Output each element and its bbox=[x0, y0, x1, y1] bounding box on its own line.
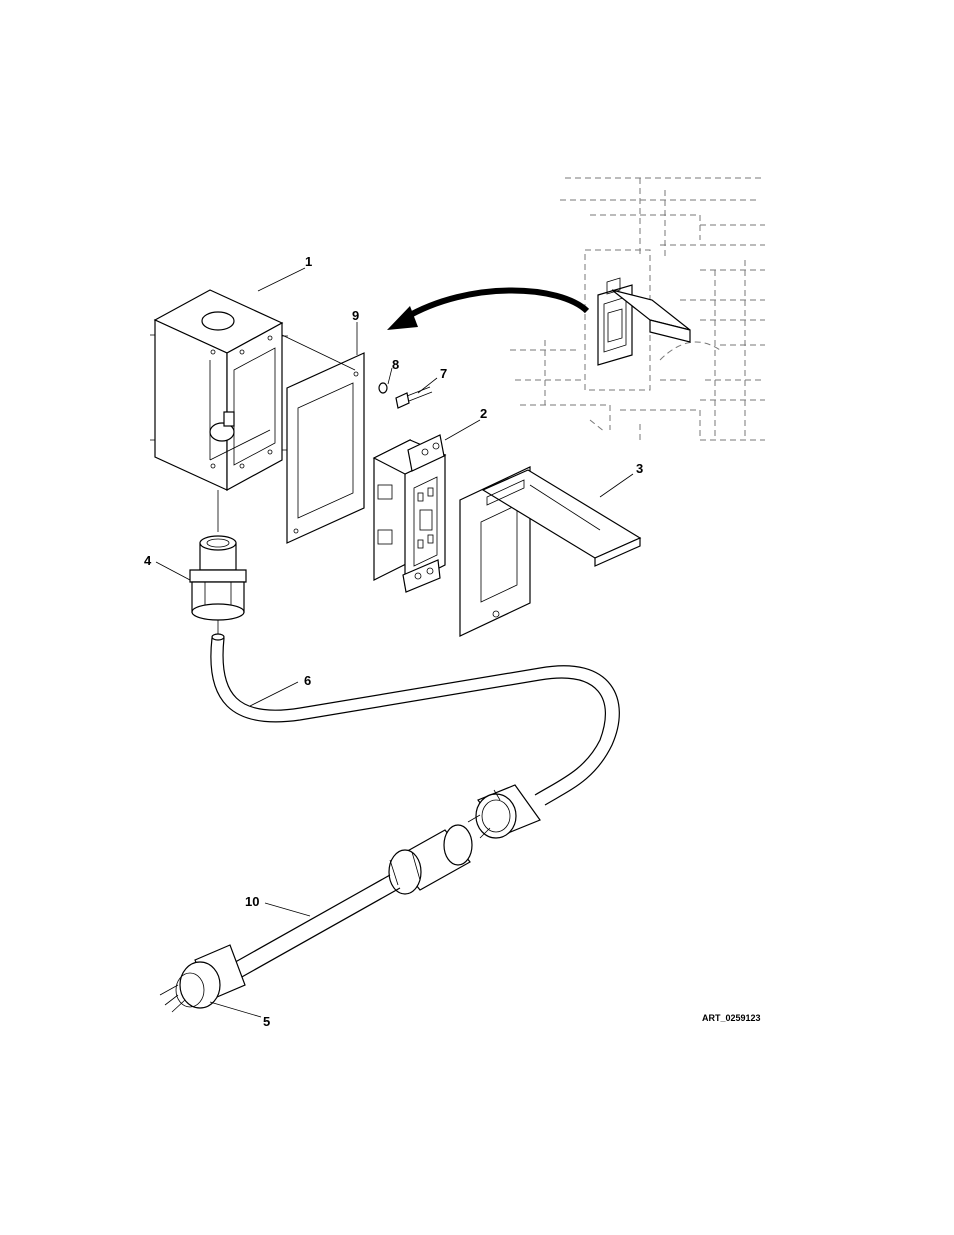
cord-connector-body bbox=[389, 825, 472, 894]
callout-4: 4 bbox=[144, 553, 152, 568]
callout-7: 7 bbox=[440, 366, 447, 381]
weatherproof-cover bbox=[460, 467, 640, 636]
callout-2: 2 bbox=[480, 406, 487, 421]
callout-3: 3 bbox=[636, 461, 643, 476]
power-cord bbox=[211, 634, 619, 805]
gasket bbox=[287, 353, 364, 543]
electrical-box bbox=[150, 290, 288, 490]
callout-6: 6 bbox=[304, 673, 311, 688]
gfci-receptacle bbox=[374, 435, 445, 592]
callout-10: 10 bbox=[245, 894, 259, 909]
callout-1: 1 bbox=[305, 254, 312, 269]
plug-left bbox=[160, 945, 245, 1012]
box-to-gasket-line bbox=[282, 335, 355, 370]
callout-9: 9 bbox=[352, 308, 359, 323]
location-arrow bbox=[387, 290, 587, 330]
art-id: ART_0259123 bbox=[702, 1013, 761, 1023]
plug-connector-right bbox=[468, 785, 540, 838]
screw-and-washer bbox=[379, 383, 432, 408]
extension-cord bbox=[230, 875, 400, 978]
callout-5: 5 bbox=[263, 1014, 270, 1029]
location-reference-view bbox=[510, 178, 765, 440]
conduit-fitting bbox=[190, 536, 246, 620]
callout-8: 8 bbox=[392, 357, 399, 372]
